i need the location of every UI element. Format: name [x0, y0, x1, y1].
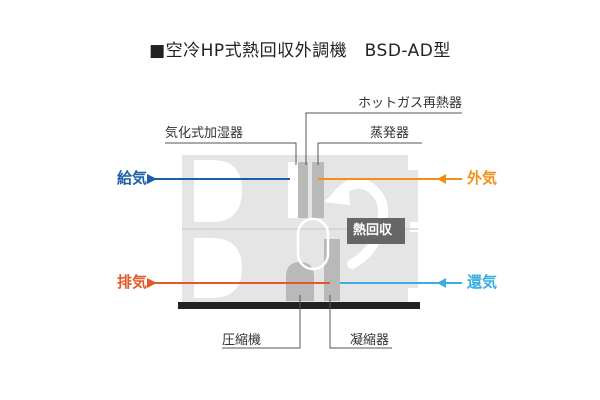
heat-recovery-arrowhead — [323, 182, 350, 205]
label-evaporator: 蒸発器 — [370, 126, 410, 141]
heat-recovery-arrow — [330, 178, 388, 269]
supply-fan-icon — [194, 160, 242, 222]
label-supply-air: 給気 — [117, 169, 148, 187]
label-humidifier: 気化式加湿器 — [165, 126, 244, 141]
outdoor-air-arrowhead — [437, 174, 446, 184]
unit-base — [178, 302, 420, 309]
label-exhaust-air: 排気 — [117, 273, 148, 291]
heat-recovery-box — [347, 218, 405, 244]
leader-lines — [165, 112, 462, 349]
label-heat-recovery: 熱回収 — [353, 223, 393, 238]
leader-evaporator — [317, 142, 422, 165]
refrigerant-loop — [296, 217, 330, 271]
evaporator-coil — [312, 162, 324, 218]
label-compressor: 圧縮機 — [222, 333, 262, 348]
leader-compressor — [222, 295, 301, 349]
label-hot-gas-reheater: ホットガス再熱器 — [358, 96, 463, 111]
hot-gas-reheater-coil — [298, 162, 308, 218]
compressor-icon — [286, 262, 314, 301]
return-air-arrowhead — [437, 278, 446, 288]
label-condenser: 凝縮器 — [350, 333, 390, 348]
label-return-air: 還気 — [467, 273, 498, 291]
leader-condenser — [329, 295, 392, 349]
exhaust-fan-icon — [194, 238, 242, 298]
diagram-title: ■空冷HP式熱回収外調機 BSD-AD型 — [149, 41, 451, 61]
condenser-coil — [324, 239, 340, 301]
label-outdoor-air: 外気 — [467, 169, 498, 187]
leader-hot-gas-reheater — [305, 112, 462, 165]
leader-humidifier — [165, 142, 297, 165]
